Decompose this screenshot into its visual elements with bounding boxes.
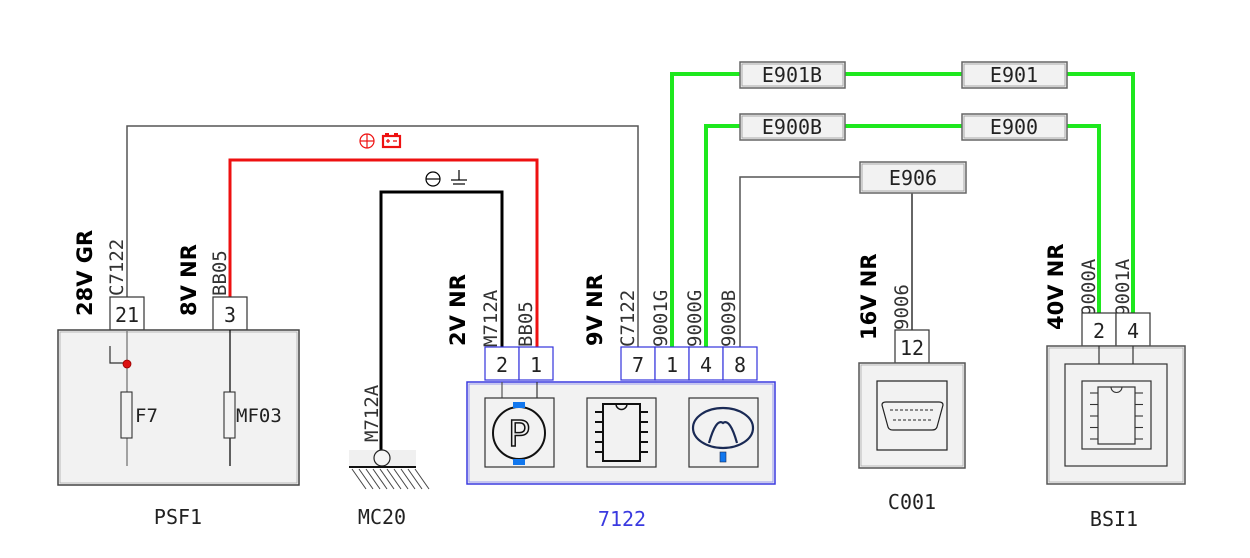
pin-label: 1 bbox=[666, 353, 678, 377]
ground-eyelet-icon bbox=[373, 449, 391, 467]
splice-label: E900 bbox=[990, 115, 1038, 139]
splice-e900[interactable]: E900 bbox=[961, 113, 1068, 141]
hatch-line bbox=[372, 468, 388, 490]
wire-spec-label: 16V NR bbox=[857, 253, 881, 340]
wire-9000g[interactable] bbox=[704, 124, 740, 348]
wire-spec-label: 28V GR bbox=[73, 230, 97, 316]
hatch-line bbox=[393, 468, 409, 490]
pin-4[interactable] bbox=[1115, 312, 1151, 347]
fuse-label: F7 bbox=[135, 405, 158, 427]
component-7122[interactable]: 2V NR M712A BB05 2 1 9V NR C7122 9001G 9… bbox=[446, 274, 776, 531]
pin-label: 4 bbox=[700, 353, 712, 377]
hatch-line bbox=[386, 468, 402, 490]
wire-code-label: 9001G bbox=[650, 290, 672, 347]
splice-e901b[interactable]: E901B bbox=[739, 61, 846, 89]
wire-9001g[interactable] bbox=[670, 72, 740, 348]
wire-code-label: C7122 bbox=[106, 239, 128, 296]
pin-label: 2 bbox=[1093, 319, 1105, 343]
component-name: 7122 bbox=[598, 507, 646, 531]
wire-9009b[interactable] bbox=[739, 176, 860, 348]
hatch-line bbox=[400, 468, 416, 490]
wire-code-label: M712A bbox=[480, 289, 502, 347]
component-name: MC20 bbox=[358, 505, 406, 529]
wire-code-label: 9006 bbox=[891, 284, 913, 330]
wire-c7122[interactable] bbox=[126, 125, 639, 348]
hatch-line bbox=[365, 468, 381, 490]
wire-spec-label: 2V NR bbox=[446, 274, 470, 346]
wire-9001a[interactable] bbox=[1067, 72, 1135, 316]
pin-label: 4 bbox=[1127, 319, 1139, 343]
pin-label: 3 bbox=[224, 303, 236, 327]
splice-label: E901B bbox=[762, 63, 822, 87]
component-name: PSF1 bbox=[154, 505, 202, 529]
splice-label: E901 bbox=[990, 63, 1038, 87]
hatch-line bbox=[407, 468, 423, 490]
battery-positive-symbol bbox=[359, 133, 402, 149]
wire-9000a[interactable] bbox=[1067, 124, 1101, 316]
pin-7[interactable] bbox=[620, 346, 656, 381]
hatch-line bbox=[379, 468, 395, 490]
wire-code-label: 9009B bbox=[718, 290, 740, 347]
component-name: C001 bbox=[888, 490, 936, 514]
fuse-f7-icon[interactable] bbox=[120, 391, 133, 439]
pin-3[interactable] bbox=[212, 296, 248, 331]
psf1-body bbox=[57, 329, 300, 486]
hatch-line bbox=[351, 468, 367, 490]
hatch-line bbox=[358, 468, 374, 490]
pin-1a[interactable] bbox=[518, 346, 554, 381]
splice-e906[interactable]: E906 bbox=[859, 161, 967, 194]
ground-icon bbox=[451, 170, 467, 185]
splice-label: E900B bbox=[762, 115, 822, 139]
pin-label: 12 bbox=[900, 336, 924, 360]
hatch-line bbox=[414, 468, 430, 490]
splice-label: E906 bbox=[889, 166, 937, 190]
wire-code-label: BB05 bbox=[515, 301, 537, 347]
component-mc20[interactable]: M712A MC20 bbox=[349, 384, 430, 529]
ground-hatch-icon bbox=[351, 468, 430, 490]
pin-8[interactable] bbox=[722, 346, 758, 381]
motor-letter: P bbox=[508, 414, 530, 455]
component-psf1[interactable]: 28V GR C7122 8V NR BB05 21 3 F7 MF03 PSF… bbox=[57, 230, 300, 529]
ecu-chip-icon bbox=[586, 397, 657, 468]
pin-label: 21 bbox=[115, 303, 139, 327]
wire-code-label: 9000A bbox=[1078, 258, 1100, 316]
wire-code-label: 9001A bbox=[1112, 258, 1134, 316]
component-c001[interactable]: 16V NR 9006 12 C001 bbox=[857, 253, 966, 514]
ground-negative-symbol bbox=[425, 170, 467, 187]
pin-label: 7 bbox=[632, 353, 644, 377]
wire-code-label: C7122 bbox=[617, 290, 639, 347]
diagnostic-socket-icon bbox=[881, 401, 944, 431]
wire-bb05[interactable] bbox=[228, 158, 539, 348]
wire-spec-label: 9V NR bbox=[583, 274, 607, 346]
wire-spec-label: 8V NR bbox=[177, 244, 201, 316]
wire-spec-label: 40V NR bbox=[1044, 243, 1068, 330]
splice-e900b[interactable]: E900B bbox=[739, 113, 846, 141]
ecu-chip-icon bbox=[1090, 386, 1143, 445]
pin-label: 8 bbox=[734, 353, 746, 377]
component-bsi1[interactable]: 40V NR 9000A 9001A 2 4 BSI1 bbox=[1044, 243, 1186, 531]
fuse-label: MF03 bbox=[236, 405, 282, 427]
component-name: BSI1 bbox=[1090, 507, 1138, 531]
wire-m712a[interactable] bbox=[379, 190, 504, 452]
pin-12[interactable] bbox=[894, 329, 930, 364]
parking-brake-motor-icon: P bbox=[484, 397, 555, 468]
fuse-mf03-icon[interactable] bbox=[223, 391, 236, 439]
wire-code-label: M712A bbox=[361, 384, 383, 442]
warning-lamp-icon bbox=[688, 397, 759, 468]
splice-e901[interactable]: E901 bbox=[961, 61, 1068, 89]
bsi1-body bbox=[1046, 345, 1186, 485]
junction-dot-icon bbox=[122, 359, 132, 369]
pin-label: 1 bbox=[530, 353, 542, 377]
battery-icon bbox=[381, 133, 402, 149]
wire-code-label: BB05 bbox=[209, 250, 231, 296]
pin-label: 2 bbox=[496, 353, 508, 377]
wire-code-label: 9000G bbox=[684, 290, 706, 347]
